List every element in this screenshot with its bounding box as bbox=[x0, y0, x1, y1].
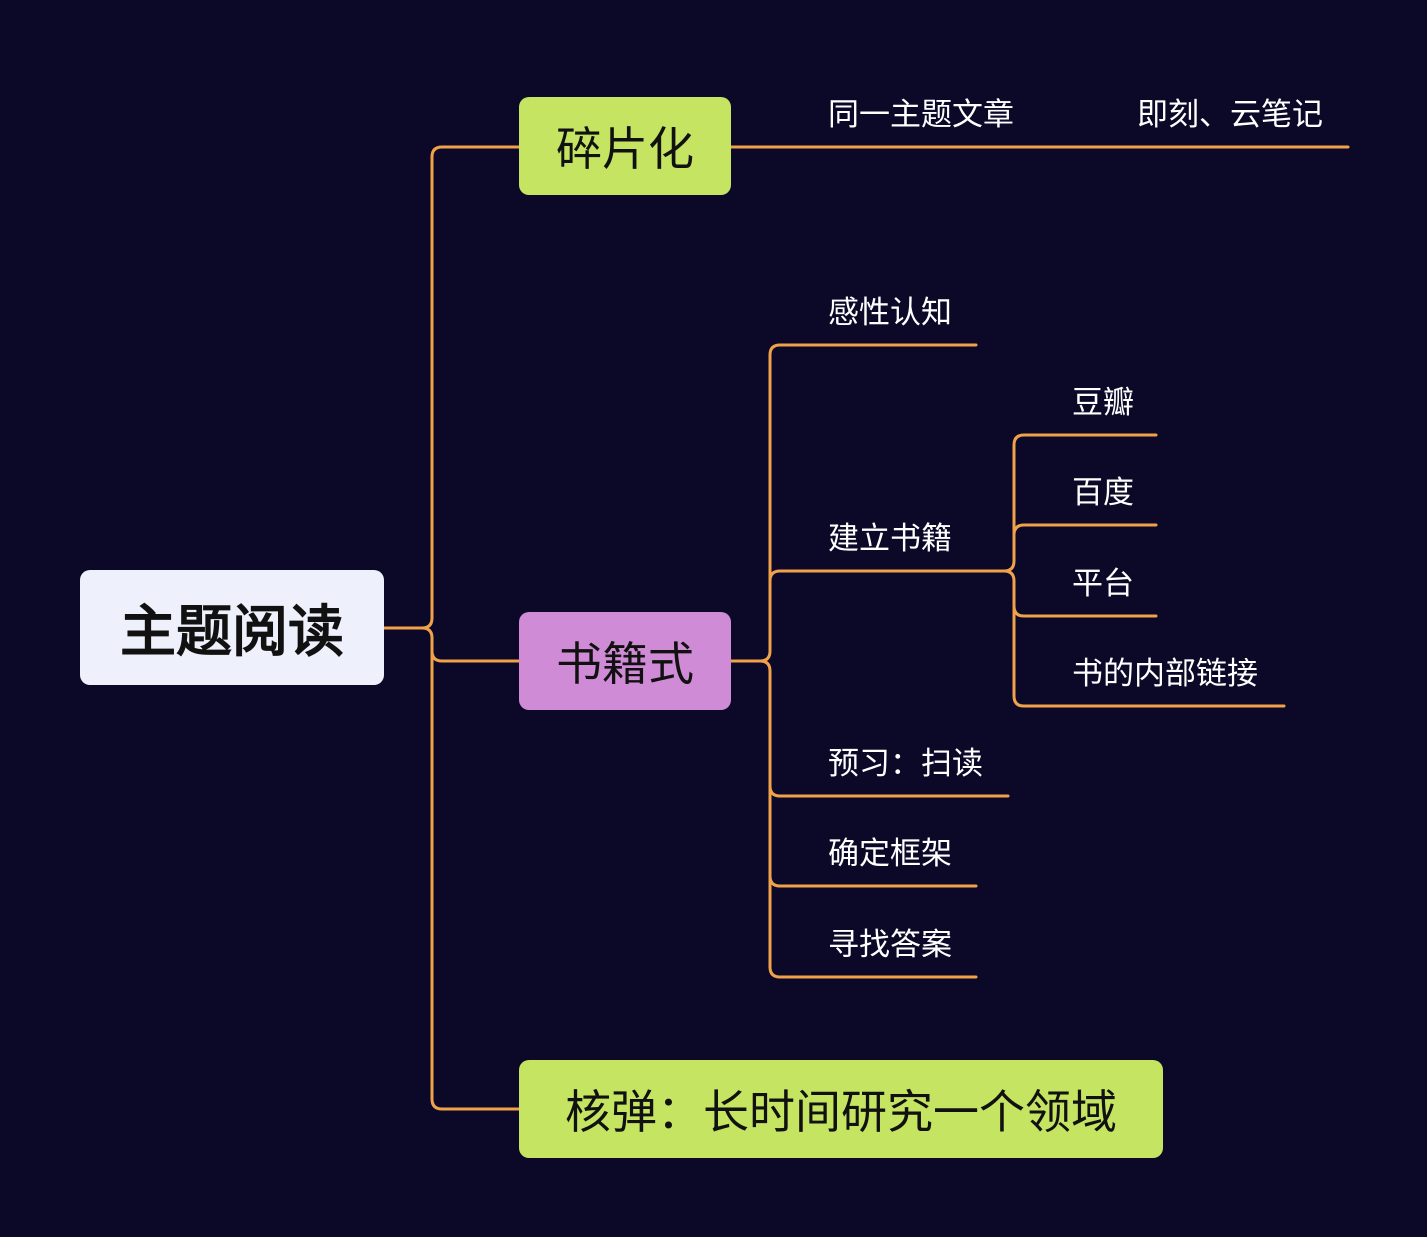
connector-root-trunk bbox=[382, 145, 521, 630]
branch-fragmented[interactable]: 碎片化 bbox=[519, 97, 731, 195]
node-douban[interactable]: 豆瓣 bbox=[1072, 385, 1134, 421]
connector-book-trunk bbox=[729, 343, 978, 663]
root-topic[interactable]: 主题阅读 bbox=[80, 570, 384, 685]
connector-root-to-nuke bbox=[430, 636, 521, 1111]
node-determine-framework[interactable]: 确定框架 bbox=[828, 836, 952, 872]
connector-build-lower bbox=[1002, 569, 1286, 708]
node-find-answers[interactable]: 寻找答案 bbox=[828, 927, 952, 963]
connector-build-upper bbox=[1002, 433, 1158, 573]
node-build-book-list[interactable]: 建立书籍 bbox=[828, 521, 952, 557]
connector-book-lower bbox=[758, 659, 978, 979]
branch-nuclear-deep-study[interactable]: 核弹：长时间研究一个领域 bbox=[519, 1060, 1163, 1158]
node-perceptual-cognition[interactable]: 感性认知 bbox=[828, 295, 952, 331]
node-same-topic-articles[interactable]: 同一主题文章 bbox=[828, 97, 1014, 133]
connector-book-to-build bbox=[768, 569, 1006, 583]
connector-book-to-preview bbox=[768, 784, 1010, 798]
branch-book-style[interactable]: 书籍式 bbox=[519, 612, 731, 710]
node-preview-skim[interactable]: 预习：扫读 bbox=[828, 746, 983, 782]
connector-root-to-book bbox=[420, 626, 521, 663]
connector-book-to-framework bbox=[768, 874, 978, 888]
node-platform[interactable]: 平台 bbox=[1072, 566, 1134, 602]
node-internal-book-links[interactable]: 书的内部链接 bbox=[1072, 656, 1258, 692]
node-baidu[interactable]: 百度 bbox=[1072, 475, 1134, 511]
node-jike-cloud-notes[interactable]: 即刻、云笔记 bbox=[1137, 97, 1323, 133]
connector-build-to-baidu bbox=[1012, 523, 1158, 537]
connector-build-to-platform bbox=[1012, 604, 1158, 618]
